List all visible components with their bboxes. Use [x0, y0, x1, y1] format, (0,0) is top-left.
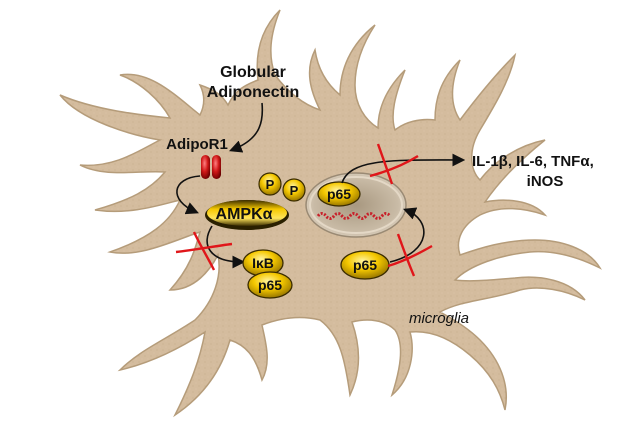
p65-cytoplasm-node: p65 — [340, 250, 390, 280]
block-x-icon — [369, 143, 419, 185]
phosphate-label: P — [290, 183, 299, 198]
ligand-label-line1: Globular — [220, 64, 286, 81]
cytokine-beta: β — [499, 153, 508, 170]
cytokine-alpha: α — [580, 153, 590, 170]
cytokine-il1: IL-1 — [472, 153, 499, 170]
ligand-label-line2: Adiponectin — [207, 84, 299, 101]
curved-arrow-icon — [176, 175, 201, 215]
ampk-alpha-greek: α — [263, 206, 273, 223]
microglia-label: microglia — [409, 310, 469, 327]
p65-label: p65 — [327, 186, 351, 202]
block-x-icon — [175, 231, 233, 271]
curved-arrow-icon — [206, 225, 246, 269]
receptor-label: AdipoR1 — [166, 136, 228, 153]
ampk-label: AMPK — [216, 206, 264, 223]
p65-label: p65 — [258, 277, 282, 293]
curved-arrow-icon — [389, 207, 425, 263]
cytokines-label-line1: IL-1β, IL-6, TNFα, — [472, 153, 594, 170]
phosphate-label: P — [266, 177, 275, 192]
curved-arrow-icon — [229, 102, 264, 153]
dna-helix-icon — [316, 212, 392, 220]
phosphate-node-2: P — [282, 178, 306, 202]
curved-arrow-icon — [341, 153, 466, 184]
ikb-label-b: B — [264, 255, 274, 271]
cytokines-label-line2: iNOS — [527, 173, 564, 190]
svg-text:AMPKα: AMPKα — [216, 206, 273, 223]
cytokine-comma: , — [590, 153, 594, 170]
ikb-label-i: I — [252, 255, 256, 271]
nucleus: p65 — [305, 172, 407, 238]
adipor1-receptor — [201, 155, 221, 179]
svg-text:IκB: IκB — [252, 255, 274, 271]
p65-label: p65 — [353, 257, 377, 273]
ikb-p65-complex: IκB p65 — [242, 249, 293, 299]
phosphate-node-1: P — [258, 172, 282, 196]
block-x-icon — [387, 233, 433, 277]
cytokine-il6-tnf: , IL-6, TNF — [508, 153, 581, 170]
ikb-label-kappa: κ — [256, 255, 264, 271]
ampk-alpha-node: AMPKα — [205, 200, 289, 230]
